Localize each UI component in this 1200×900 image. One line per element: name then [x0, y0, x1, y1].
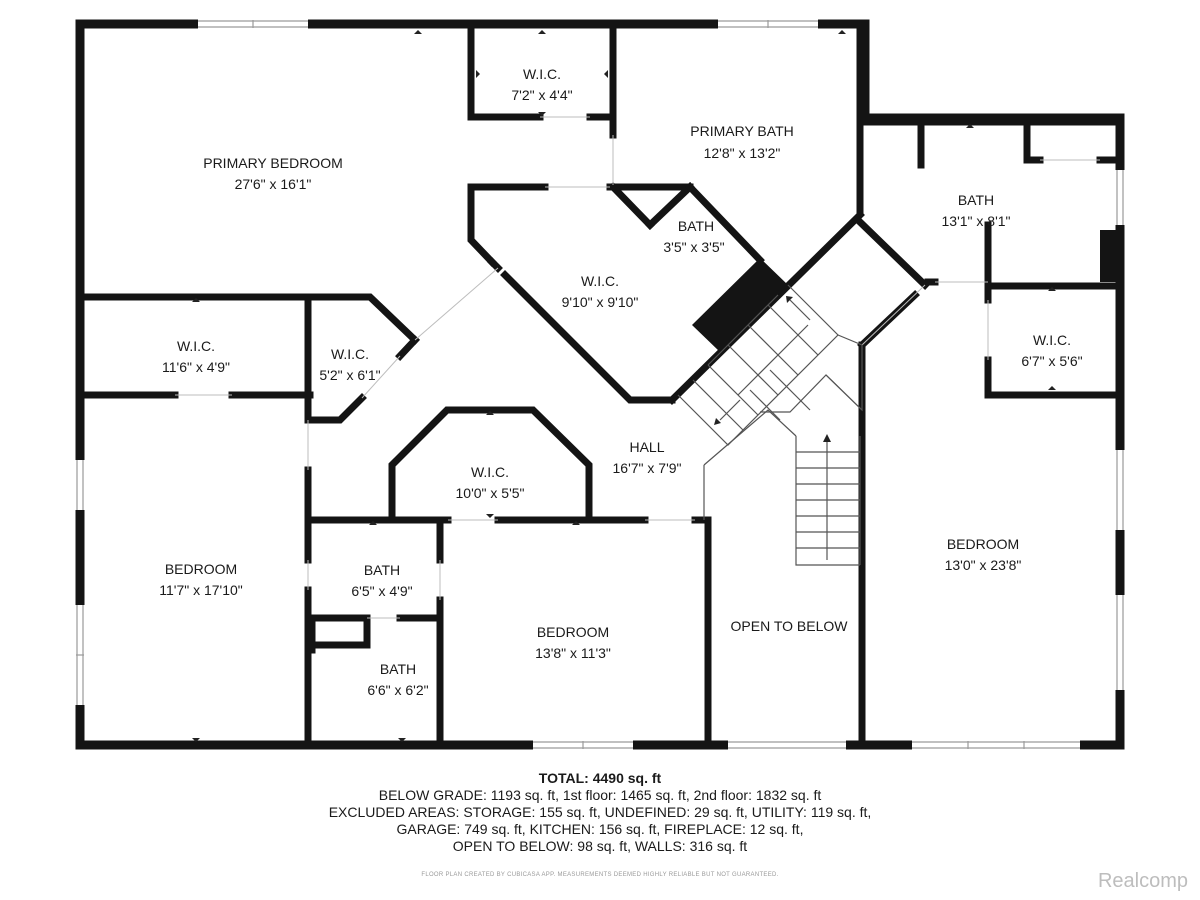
- room-primary-bath-name: PRIMARY BATH: [690, 123, 793, 139]
- outer-walls: [75, 19, 1125, 750]
- room-bath-low-name: BATH: [380, 661, 416, 677]
- room-wic-center-name: W.I.C.: [581, 273, 619, 289]
- room-bath-mid-dim: 6'5" x 4'9": [351, 583, 412, 599]
- chase-block: [692, 258, 788, 352]
- room-primary-bedroom-name: PRIMARY BEDROOM: [203, 155, 343, 171]
- column-block: [1100, 230, 1118, 282]
- room-bath-right-dim: 13'1" x 8'1": [942, 213, 1011, 229]
- room-open-below-name: OPEN TO BELOW: [731, 618, 849, 634]
- brand-watermark: Realcomp: [1097, 870, 1188, 892]
- room-wic-right-name: W.I.C.: [1033, 332, 1071, 348]
- room-wic-left-dim: 11'6" x 4'9": [162, 359, 230, 375]
- room-wic-mid-name: W.I.C.: [471, 464, 509, 480]
- room-bath-right-name: BATH: [958, 192, 994, 208]
- room-primary-bath-dim: 12'8" x 13'2": [704, 145, 781, 161]
- area-summary: TOTAL: 4490 sq. ft BELOW GRADE: 1193 sq.…: [0, 770, 1200, 855]
- room-bath-small-dim: 3'5" x 3'5": [663, 239, 724, 255]
- room-wic-right-dim: 6'7" x 5'6": [1021, 353, 1082, 369]
- door-openings: [175, 116, 1100, 619]
- room-bath-small-name: BATH: [678, 218, 714, 234]
- disclaimer: FLOOR PLAN CREATED BY CUBICASA APP. MEAS…: [421, 872, 779, 878]
- room-wic-left2-dim: 5'2" x 6'1": [319, 367, 380, 383]
- room-wic-left2-name: W.I.C.: [331, 346, 369, 362]
- summary-line: GARAGE: 749 sq. ft, KITCHEN: 156 sq. ft,…: [396, 821, 804, 837]
- room-wic-top-dim: 7'2" x 4'4": [511, 87, 572, 103]
- floor-plan: PRIMARY BEDROOM 27'6" x 16'1" W.I.C. 7'2…: [75, 19, 1125, 750]
- room-labels: PRIMARY BEDROOM 27'6" x 16'1" W.I.C. 7'2…: [159, 66, 1082, 698]
- room-wic-center-dim: 9'10" x 9'10": [562, 294, 639, 310]
- summary-line: BELOW GRADE: 1193 sq. ft, 1st floor: 146…: [378, 787, 822, 803]
- room-bedroom-right-dim: 13'0" x 23'8": [945, 557, 1022, 573]
- room-wic-mid-dim: 10'0" x 5'5": [456, 485, 525, 501]
- room-bedroom-right-name: BEDROOM: [947, 536, 1019, 552]
- room-primary-bedroom-dim: 27'6" x 16'1": [235, 176, 312, 192]
- room-wic-left-name: W.I.C.: [177, 338, 215, 354]
- room-wic-top-name: W.I.C.: [523, 66, 561, 82]
- room-bedroom-mid-dim: 13'8" x 11'3": [535, 645, 611, 661]
- room-hall-dim: 16'7" x 7'9": [613, 460, 682, 476]
- summary-line: EXCLUDED AREAS: STORAGE: 155 sq. ft, UND…: [328, 804, 872, 820]
- windows: [75, 19, 1125, 750]
- dimension-ticks: [192, 30, 1056, 742]
- room-bath-low-dim: 6'6" x 6'2": [367, 682, 428, 698]
- room-bedroom-mid-name: BEDROOM: [537, 624, 609, 640]
- room-bath-mid-name: BATH: [364, 562, 400, 578]
- staircase: [677, 284, 863, 566]
- total-area: TOTAL: 4490 sq. ft: [538, 770, 662, 786]
- summary-line: OPEN TO BELOW: 98 sq. ft, WALLS: 316 sq.…: [452, 838, 748, 854]
- room-bedroom-left-dim: 11'7" x 17'10": [159, 582, 243, 598]
- room-bedroom-left-name: BEDROOM: [165, 561, 237, 577]
- room-hall-name: HALL: [629, 439, 664, 455]
